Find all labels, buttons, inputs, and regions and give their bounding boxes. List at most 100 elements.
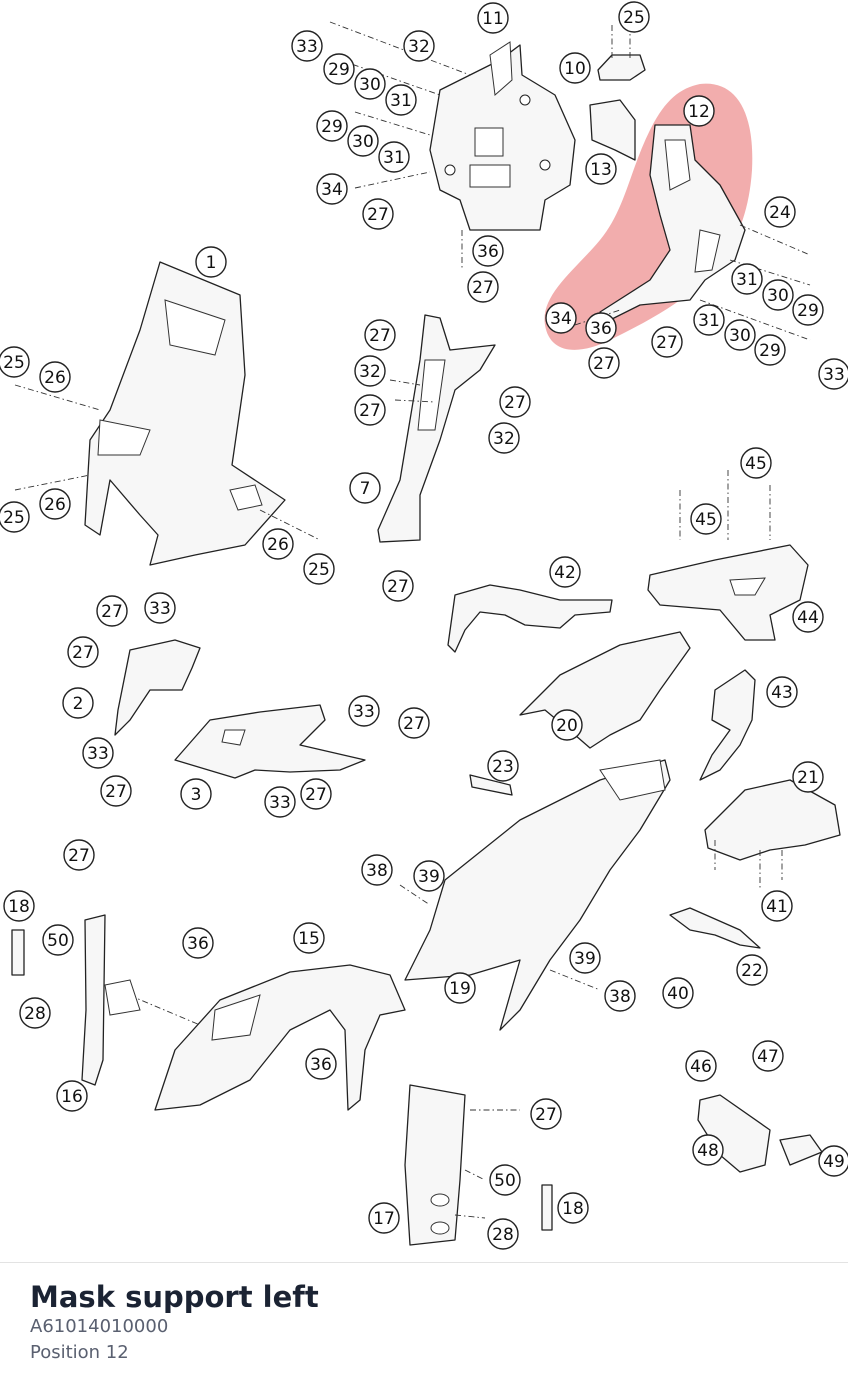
callout-26: 26 <box>262 528 294 560</box>
callout-label: 17 <box>373 1209 395 1229</box>
callout-label: 20 <box>556 716 578 736</box>
callout-15: 15 <box>293 922 325 954</box>
callout-label: 32 <box>359 362 381 382</box>
callout-33: 33 <box>144 592 176 624</box>
callout-44: 44 <box>792 601 824 633</box>
callout-label: 31 <box>736 270 758 290</box>
part-20-seat-cowl <box>519 631 691 749</box>
callout-label: 33 <box>823 365 845 385</box>
callout-label: 38 <box>609 987 631 1007</box>
callout-33: 33 <box>818 358 848 390</box>
callout-label: 27 <box>387 577 409 597</box>
callout-34: 34 <box>316 173 348 205</box>
callout-label: 30 <box>359 75 381 95</box>
callout-label: 25 <box>623 8 645 28</box>
callout-label: 33 <box>269 793 291 813</box>
callout-29: 29 <box>323 53 355 85</box>
callout-12[interactable]: 12 <box>683 95 715 127</box>
part-1-front-mask <box>84 261 286 566</box>
callout-label: 27 <box>504 393 526 413</box>
callout-label: 19 <box>449 979 471 999</box>
callout-26: 26 <box>39 361 71 393</box>
callout-label: 27 <box>535 1105 557 1125</box>
callout-label: 27 <box>656 333 678 353</box>
callout-label: 36 <box>310 1055 332 1075</box>
callout-label: 24 <box>769 203 791 223</box>
callout-label: 28 <box>24 1004 46 1024</box>
part-19-rear-fender <box>404 759 671 1031</box>
part-3-side-panel <box>174 704 366 779</box>
part-12-mask-support-left[interactable] <box>599 124 746 321</box>
callout-27: 27 <box>67 636 99 668</box>
part-11-headlight-bracket <box>429 41 576 231</box>
divider <box>0 1262 848 1263</box>
callout-label: 33 <box>149 599 171 619</box>
callout-label: 38 <box>366 861 388 881</box>
callout-label: 27 <box>403 714 425 734</box>
part-23-bar <box>469 774 513 796</box>
callout-label: 44 <box>797 608 819 628</box>
callout-27: 27 <box>651 326 683 358</box>
callout-label: 36 <box>477 242 499 262</box>
part-10-bracket <box>597 54 646 81</box>
callout-39: 39 <box>569 942 601 974</box>
callout-20: 20 <box>551 709 583 741</box>
callout-21: 21 <box>792 761 824 793</box>
callout-label: 39 <box>418 867 440 887</box>
part-16-fork-guard-left <box>81 914 141 1086</box>
callout-label: 25 <box>3 353 25 373</box>
callout-31: 31 <box>378 141 410 173</box>
part-49-plate <box>779 1134 823 1166</box>
callout-30: 30 <box>347 125 379 157</box>
callout-label: 30 <box>352 132 374 152</box>
callout-label: 26 <box>267 535 289 555</box>
callout-label: 34 <box>321 180 343 200</box>
part-18-reflector-right <box>541 1184 553 1231</box>
part-18-reflector-left <box>11 929 25 976</box>
callout-label: 50 <box>494 1171 516 1191</box>
callout-27: 27 <box>354 394 386 426</box>
callout-label: 36 <box>590 319 612 339</box>
part-7-side-bracket <box>377 314 496 543</box>
callout-label: 48 <box>697 1141 719 1161</box>
callout-36: 36 <box>585 312 617 344</box>
callout-27: 27 <box>96 595 128 627</box>
callout-label: 33 <box>353 702 375 722</box>
callout-27: 27 <box>499 386 531 418</box>
callout-label: 18 <box>562 1199 584 1219</box>
part-2-small-bracket <box>114 639 201 736</box>
callout-27: 27 <box>300 778 332 810</box>
callout-41: 41 <box>761 890 793 922</box>
callout-32: 32 <box>403 30 435 62</box>
callout-18: 18 <box>557 1192 589 1224</box>
callout-label: 39 <box>574 949 596 969</box>
callout-31: 31 <box>693 304 725 336</box>
callout-label: 43 <box>771 683 793 703</box>
callout-1: 1 <box>195 246 227 278</box>
callout-label: 22 <box>741 961 763 981</box>
callout-25: 25 <box>0 346 30 378</box>
callout-label: 32 <box>408 37 430 57</box>
callout-25: 25 <box>303 553 335 585</box>
callout-27: 27 <box>382 570 414 602</box>
callout-18: 18 <box>3 890 35 922</box>
callout-16: 16 <box>56 1080 88 1112</box>
callout-label: 50 <box>47 931 69 951</box>
callout-label: 30 <box>767 286 789 306</box>
callout-45: 45 <box>740 447 772 479</box>
callout-label: 26 <box>44 368 66 388</box>
callout-50: 50 <box>42 924 74 956</box>
callout-label: 40 <box>667 984 689 1004</box>
callout-25: 25 <box>618 1 650 33</box>
callout-27: 27 <box>364 319 396 351</box>
callout-33: 33 <box>82 737 114 769</box>
callout-label: 27 <box>359 401 381 421</box>
callout-13: 13 <box>585 153 617 185</box>
callout-27: 27 <box>100 775 132 807</box>
callout-48: 48 <box>692 1134 724 1166</box>
part-44-luggage-carrier <box>647 544 809 641</box>
callout-label: 12 <box>688 102 710 122</box>
callout-45: 45 <box>690 503 722 535</box>
callout-label: 29 <box>321 117 343 137</box>
callout-label: 31 <box>390 91 412 111</box>
